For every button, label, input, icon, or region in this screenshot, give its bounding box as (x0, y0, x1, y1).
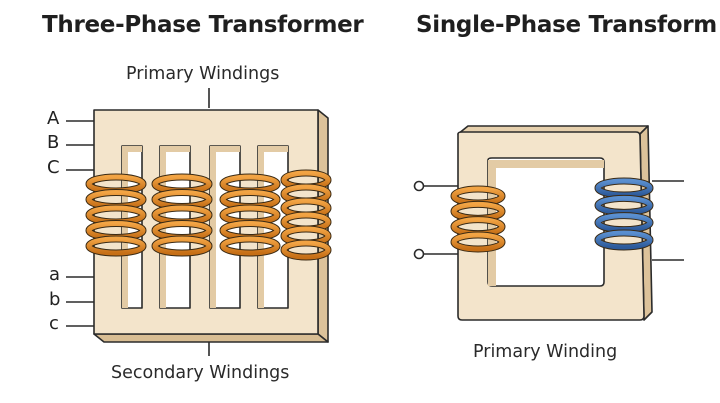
single-phase-coils (450, 177, 654, 253)
single-primary-winding-label: Primary Winding (473, 342, 618, 362)
terminal-B: B (47, 132, 60, 153)
terminal-a: a (49, 264, 61, 285)
primary-terminal-2 (413, 248, 425, 260)
single-phase-title: Single-Phase Transform (416, 12, 717, 38)
coil-leg-1 (85, 173, 147, 257)
terminal-A: A (47, 108, 60, 129)
secondary-windings-label: Secondary Windings (111, 363, 290, 383)
terminal-C: C (47, 157, 60, 178)
secondary-coil (594, 177, 654, 251)
three-phase-coils (85, 169, 332, 261)
terminal-c: c (49, 313, 59, 334)
three-phase-title: Three-Phase Transformer (42, 12, 364, 38)
coil-leg-4 (280, 169, 332, 261)
primary-coil (450, 185, 506, 253)
three-phase-terminal-wires (66, 120, 94, 327)
coil-leg-2 (151, 173, 213, 257)
terminal-b: b (49, 289, 61, 310)
primary-windings-label: Primary Windings (126, 64, 280, 84)
coil-leg-3 (219, 173, 281, 257)
primary-terminal-1 (413, 180, 425, 192)
single-phase-terminals (413, 180, 684, 261)
